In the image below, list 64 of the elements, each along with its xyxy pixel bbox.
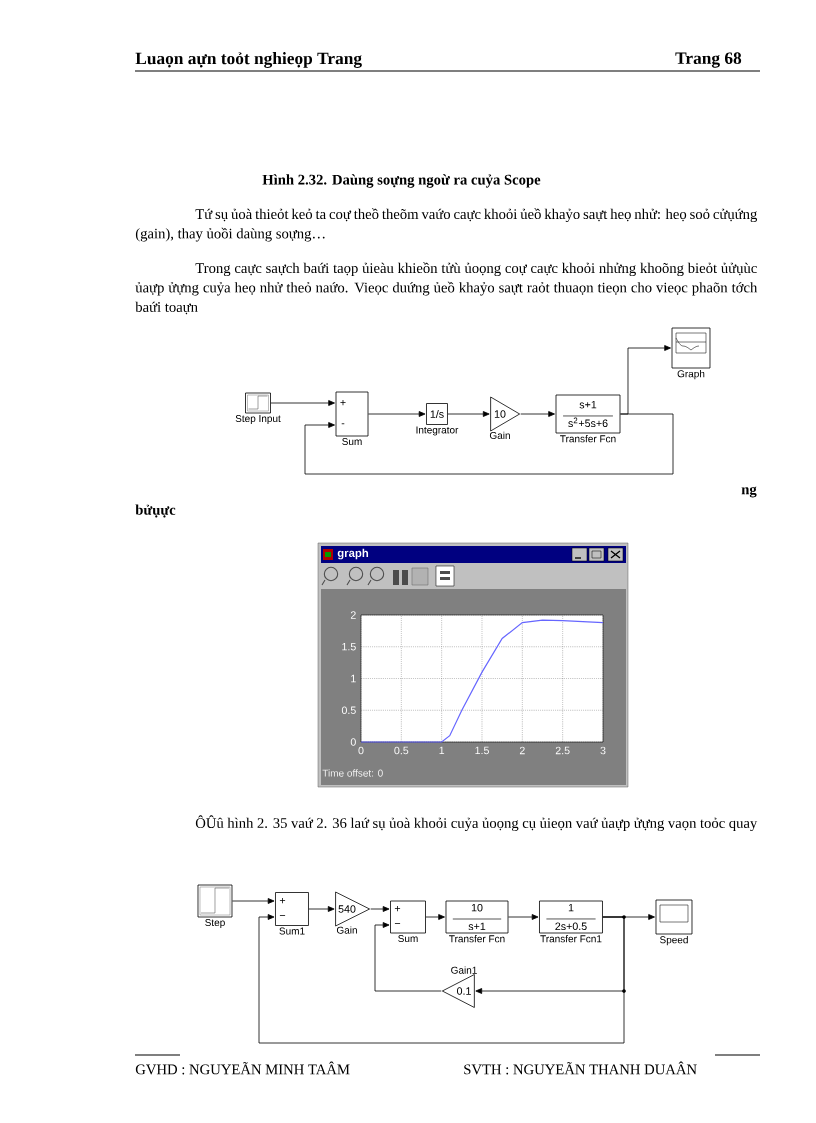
transfer-function-block: 1 2s+0.5 Transfer Fcn1 (539, 900, 603, 943)
footer-text: SVTH : NGUYEÃN THANH DUAÂN (464, 1061, 697, 1075)
gain-triangle: 10 Gain (489, 396, 521, 439)
arrow (447, 411, 490, 417)
node-label: Sum (398, 935, 418, 943)
y-tick-label: 1 (351, 674, 356, 683)
time-offset-text: Time offset: 0 (322, 769, 383, 777)
node-label: Sum1 (279, 927, 305, 935)
y-tick-label: 0.5 (341, 706, 356, 715)
y-tick-label: 2 (350, 611, 356, 619)
x-tick-label: 1 (439, 746, 445, 755)
arrow (308, 906, 335, 912)
node-label: Transfer Fcn1 (540, 935, 602, 943)
text-fragment: ng (741, 486, 757, 498)
arrow (368, 411, 426, 417)
paragraph: ÔÛû hình 2. 35 vaứ 2. 36 laứ sụ ủoà khoỏi cuỷa ủoọng cụ ủieọn vaứ ủaựp ửựng vaọn toỏc quay (195, 815, 758, 832)
node-label: Sum (342, 438, 362, 446)
arrow (370, 906, 390, 912)
node-label: Transfer Fcn (560, 435, 616, 443)
sum-block: Sum + − (390, 900, 426, 943)
node-label: Gain (336, 926, 357, 934)
y-tick-label: 1.5 (342, 643, 356, 651)
node-label: Transfer Fcn (449, 935, 505, 943)
gain-triangle: 0.1 Gain1 (441, 966, 477, 1008)
header-title: Luaọn aựn toỏt nghieọp Trang (135, 52, 362, 68)
scope-block: Speed (655, 899, 693, 946)
y-tick-label: 0 (350, 738, 356, 746)
paragraph: Tứ sụ ủoà thieỏt keỏ ta coự theồ theõm vaứo caực khoỏi ủeồ khaỷo saựt heọ nhử: heọ soỏ cửụứng (gain), thay ủoồi daùng soựng… (135, 208, 758, 242)
transfer-function-block: 10 s+1 Transfer Fcn (445, 900, 509, 943)
arrow (508, 914, 539, 920)
step-block: Step Input (235, 392, 281, 425)
node-label: Gain (489, 431, 510, 439)
text-fragment: bửụực (135, 504, 176, 518)
footer-text: GVHD : NGUYEÃN MINH TAÂM (135, 1061, 350, 1075)
x-tick-label: 2.5 (555, 746, 570, 755)
arrow (425, 914, 445, 920)
arrow (520, 411, 555, 417)
arrow (374, 922, 442, 992)
node-label: Speed (660, 936, 688, 946)
node-label: Integrator (416, 426, 459, 436)
node-label: Step (205, 919, 225, 929)
node-label: Graph (677, 370, 705, 380)
x-tick-label: 1.5 (475, 746, 489, 755)
node-label: Gain1 (451, 966, 477, 974)
transfer-function-block: s+1 s$^{2}$+5s+6 Transfer Fcn (555, 394, 621, 443)
window-title: graph (337, 548, 369, 560)
x-tick-label: 2 (519, 746, 525, 755)
x-tick-label: 0.5 (394, 746, 409, 755)
x-tick-label: 3 (600, 746, 606, 755)
paragraph: Trong caực saựch baứi taọp ủieàu khieồn tửù ủoọng coự caực khoỏi nhửng khoõng bieỏt ủửụùc ủaựp ửựng cuỷa heọ nhử theỏ naứo. Vieọc duứng ủeồ khaỷo saựt raỏt thuaọn tieọn cho vieọc phaõn tớch baứi toaựn (135, 262, 758, 315)
integrator-block: 1/s Integrator (416, 403, 459, 436)
node-label: Step Input (235, 415, 281, 425)
arrow (270, 400, 335, 406)
arrow (258, 914, 625, 1044)
x-tick-label: 0 (358, 746, 364, 755)
page-number: Trang 68 (675, 52, 742, 68)
scope-block: Graph (671, 327, 711, 380)
sum-block: Sum1 + − (275, 892, 309, 935)
figure-caption: Hình 2.32. Daùng soựng ngoừ ra cuỷa Scope (262, 174, 541, 188)
arrow (304, 413, 674, 475)
gain-triangle: 540 Gain (335, 891, 370, 934)
sum-block: Sum + - (335, 391, 369, 446)
step-block: Step (197, 884, 233, 929)
arrow (232, 898, 275, 904)
